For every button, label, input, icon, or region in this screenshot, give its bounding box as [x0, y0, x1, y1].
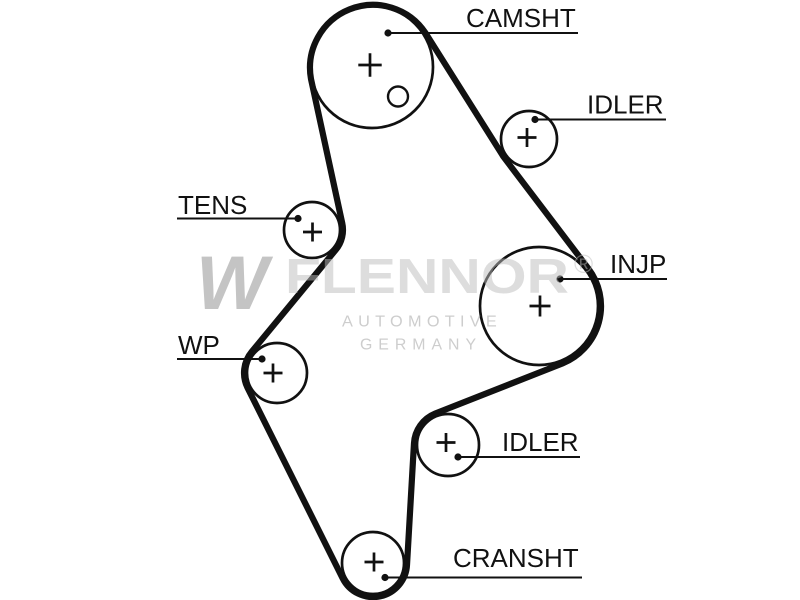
idler-bottom-pulley: [415, 412, 481, 478]
label-tensioner: TENS: [178, 190, 247, 220]
idler-bottom-leader-dot: [454, 453, 462, 461]
camshaft-timing-hole: [386, 85, 410, 108]
watermark-registered-icon: ®: [574, 249, 593, 279]
label-injection-pump: INJP: [610, 249, 666, 279]
water-pump-center-mark: [263, 363, 283, 383]
label-crankshaft: CRANSHT: [453, 543, 579, 573]
crankshaft-leader-dot: [381, 573, 389, 582]
camshaft-leader-dot: [384, 29, 392, 37]
label-camshaft: CAMSHT: [466, 3, 576, 33]
pulley-labels: CAMSHT IDLER INJP IDLER CRANSHT TENS WP: [178, 3, 666, 573]
idler-bottom-center-mark: [436, 433, 456, 452]
water-pump-leader-dot: [258, 355, 266, 363]
watermark: W FLENNOR ® AUTOMOTIVE GERMANY: [196, 241, 593, 354]
injection-pump-center-mark: [529, 295, 551, 317]
leader-lines: [177, 32, 667, 579]
watermark-line2: GERMANY: [360, 337, 482, 354]
injection-pump-leader-dot: [556, 275, 564, 283]
timing-belt: [240, 1, 605, 600]
watermark-logo-w: W: [196, 241, 274, 326]
leader-dots: [258, 29, 564, 582]
label-water-pump: WP: [178, 330, 220, 360]
label-idler-bottom: IDLER: [502, 427, 579, 457]
watermark-line1: AUTOMOTIVE: [342, 314, 502, 331]
idler-top-pulley: [499, 109, 559, 169]
idler-top-leader-dot: [531, 115, 539, 124]
watermark-brand: FLENNOR: [285, 250, 569, 304]
tensioner-center-mark: [303, 222, 322, 242]
crankshaft-center-mark: [364, 552, 384, 572]
center-marks: [263, 53, 551, 572]
idler-top-center-mark: [517, 128, 537, 147]
label-idler-top: IDLER: [587, 90, 664, 120]
camshaft-center-mark: [358, 53, 382, 77]
tensioner-leader-dot: [294, 214, 302, 223]
